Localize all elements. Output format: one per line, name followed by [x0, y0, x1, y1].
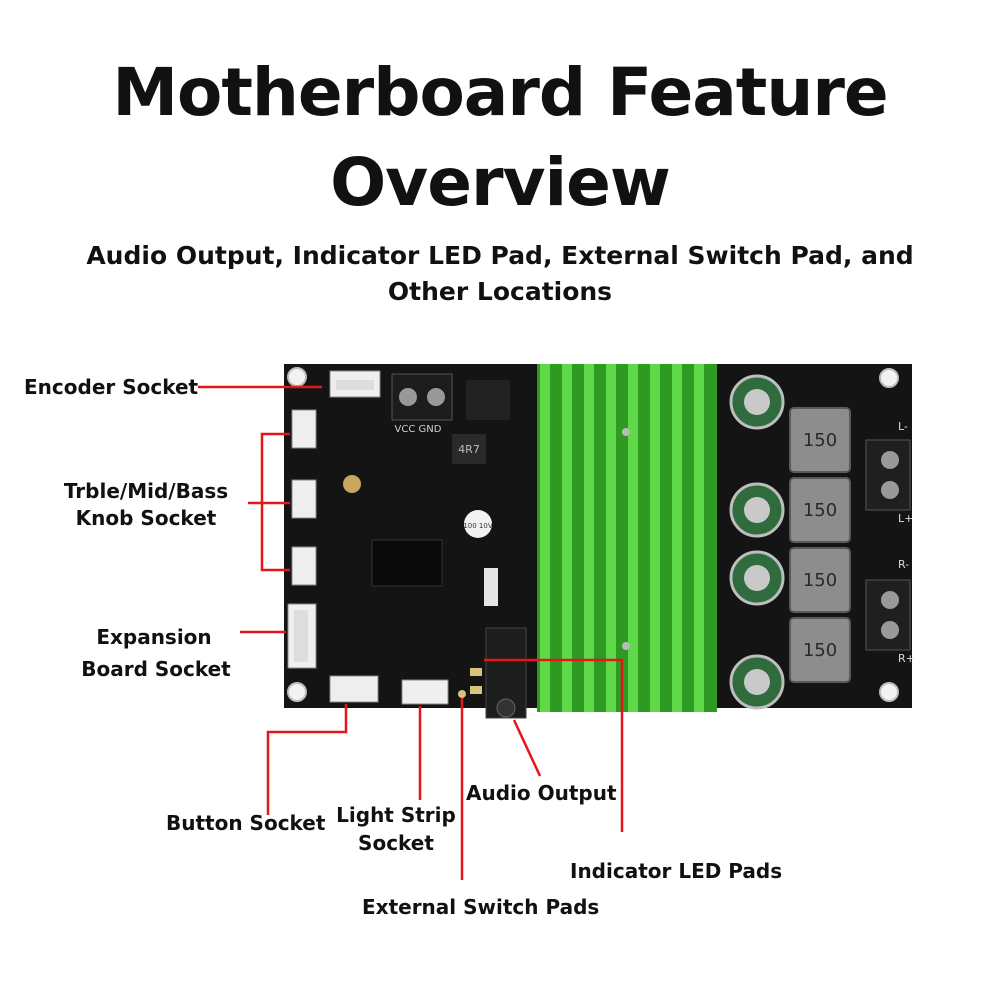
label-light-strip-line2: Socket — [358, 831, 434, 855]
callout-audio — [512, 719, 542, 777]
label-encoder-socket: Encoder Socket — [24, 375, 199, 399]
indicator-led-pad-b — [470, 686, 482, 694]
r-minus-marking: R- — [898, 558, 909, 571]
small-capacitor-marking: 100 10V — [463, 522, 492, 530]
label-external-switch-pads: External Switch Pads — [362, 895, 600, 919]
button-socket-connector — [329, 675, 379, 703]
inductor-marking-2: 150 — [803, 500, 837, 521]
encoder-pad — [343, 475, 361, 493]
external-switch-pad — [458, 690, 466, 698]
speaker-terminals — [865, 439, 911, 651]
small-inductor-marking: 4R7 — [458, 443, 480, 456]
l-minus-marking: L- — [898, 420, 908, 433]
callout-button — [266, 704, 348, 815]
inductor-marking-3: 150 — [803, 570, 837, 591]
callout-led — [484, 658, 624, 832]
label-knob-socket-line2: Knob Socket — [75, 506, 217, 530]
encoder-socket-connector — [329, 370, 381, 398]
regulator-chip — [466, 380, 510, 420]
label-audio-output: Audio Output — [466, 781, 617, 805]
electrolytic-capacitors — [729, 374, 785, 710]
knob-sockets-connectors — [291, 409, 317, 586]
small-capacitor — [464, 510, 492, 538]
audio-jack — [485, 627, 527, 719]
slide-switch — [484, 568, 498, 606]
indicator-led-pad-a — [470, 668, 482, 676]
expansion-socket-connector — [287, 603, 317, 669]
label-expansion-line1: Expansion — [96, 625, 212, 649]
inductor-marking-1: 150 — [803, 430, 837, 451]
vcc-gnd-marking: VCC GND — [395, 424, 442, 435]
power-terminal — [391, 373, 453, 421]
label-indicator-led-pads: Indicator LED Pads — [570, 859, 783, 883]
l-plus-marking: L+ — [898, 512, 913, 525]
power-inductors — [789, 407, 851, 683]
label-expansion-line2: Board Socket — [81, 657, 231, 681]
r-plus-marking: R+ — [898, 652, 915, 665]
light-strip-socket-connector — [401, 679, 449, 705]
label-light-strip-line1: Light Strip — [336, 803, 456, 827]
callout-lines — [198, 385, 624, 880]
heatsink — [537, 364, 717, 712]
inductor-marking-4: 150 — [803, 640, 837, 661]
label-button-socket: Button Socket — [166, 811, 326, 835]
main-chip — [371, 539, 443, 587]
label-knob-socket-line1: Trble/Mid/Bass — [63, 479, 229, 503]
page-title: Motherboard Feature Overview — [112, 54, 888, 221]
small-inductor — [452, 434, 486, 464]
page-subtitle: Audio Output, Indicator LED Pad, Externa… — [86, 241, 914, 306]
